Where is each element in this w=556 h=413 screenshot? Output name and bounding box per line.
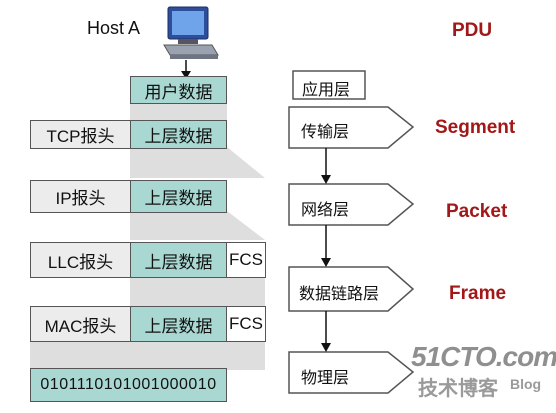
tcp-data-box: 上层数据	[130, 120, 227, 149]
host-arrow	[181, 60, 191, 79]
layer-transport: 传输层	[301, 124, 350, 141]
layer-application: 应用层	[302, 82, 351, 99]
layer-physical: 物理层	[301, 370, 350, 387]
watermark-blog-cn: 技术博客	[418, 378, 498, 400]
tcp-header-box: TCP报头	[30, 120, 131, 149]
mac-data-box: 上层数据	[130, 306, 227, 342]
pdu-frame: Frame	[449, 283, 507, 304]
layer-network: 网络层	[301, 202, 350, 219]
mac-header-box: MAC报头	[30, 306, 131, 342]
watermark-site: 51CTO.com	[411, 341, 556, 372]
ip-data-box: 上层数据	[130, 180, 227, 213]
pdu-packet: Packet	[446, 201, 508, 222]
pdu-segment: Segment	[435, 117, 516, 138]
watermark-blog-en: Blog	[510, 376, 542, 392]
computer-icon	[163, 6, 219, 59]
llc-header-box: LLC报头	[30, 242, 131, 278]
host-label: Host A	[87, 18, 141, 38]
bitstream-box: 0101110101001000010	[30, 368, 227, 402]
mac-fcs-box: FCS	[226, 306, 266, 342]
encapsulation-shading	[30, 103, 265, 370]
layer-datalink: 数据链路层	[299, 286, 380, 303]
llc-fcs-box: FCS	[226, 242, 266, 278]
ip-header-box: IP报头	[30, 180, 131, 213]
llc-data-box: 上层数据	[130, 242, 227, 278]
pdu-heading: PDU	[452, 20, 493, 41]
user-data-box: 用户数据	[130, 76, 227, 104]
